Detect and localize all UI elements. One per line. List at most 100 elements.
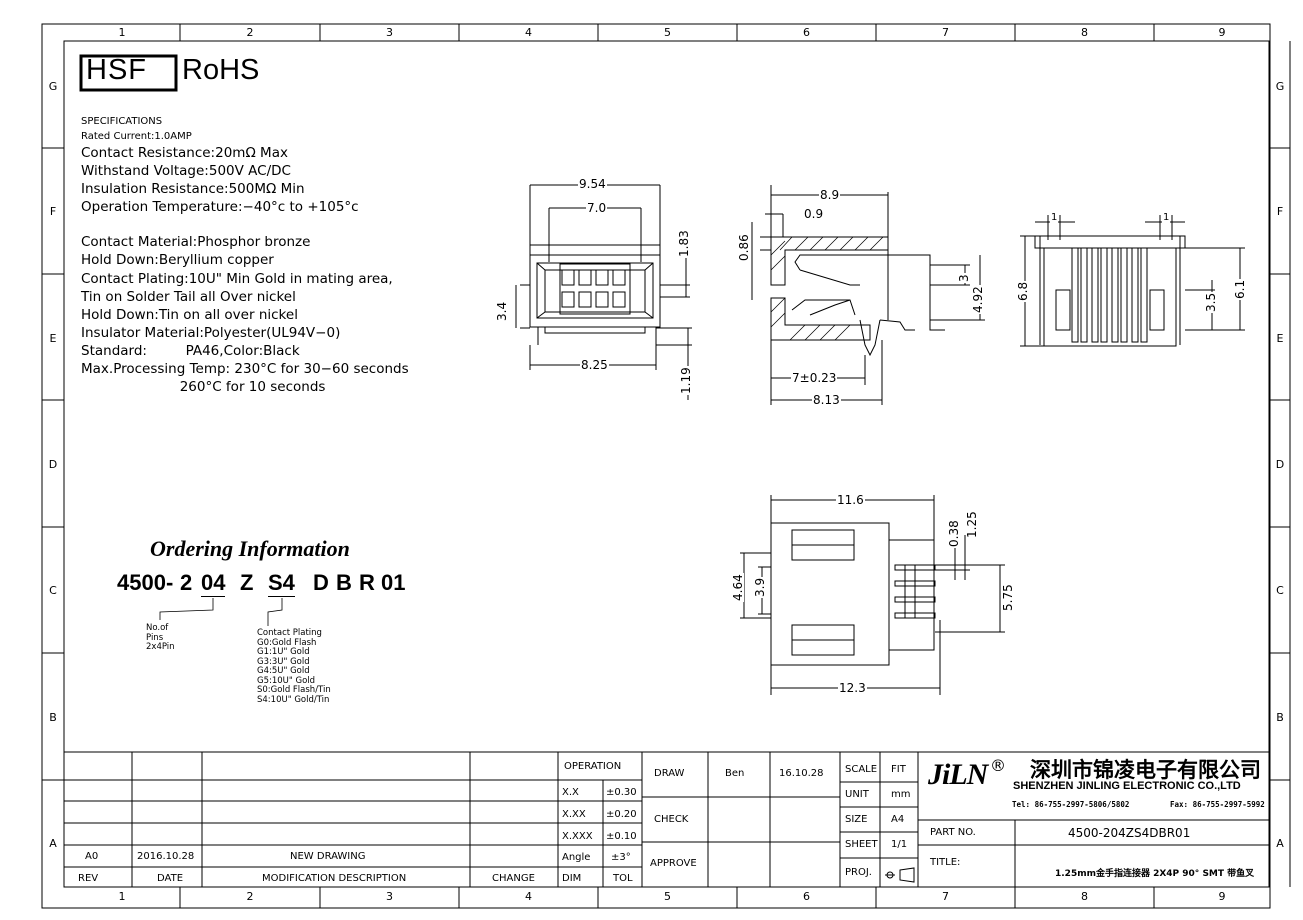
tb-unit-label: UNIT [845, 789, 869, 800]
tb-scale-label: SCALE [845, 764, 878, 775]
tb-size-label: SIZE [845, 814, 868, 825]
tb-draw: DRAW [654, 768, 685, 779]
company-logo: JiLN [928, 758, 988, 791]
dim-back-body: 6.1 [1233, 278, 1247, 300]
dim-front-leg: 1.19 [679, 366, 693, 395]
code-part: 2 [180, 570, 193, 595]
plating-legend: Contact Plating G0:Gold Flash G1:1U" Gol… [257, 628, 331, 705]
registered-mark: ® [990, 756, 1006, 775]
tb-size: A4 [891, 814, 905, 825]
tb-tol-label: X.XXX [562, 831, 593, 842]
dim-bottom-length: 12.3 [838, 681, 867, 695]
code-part: B [336, 570, 352, 595]
dim-front-pin-height: 1.83 [677, 229, 691, 258]
tb-part-no: 4500-204ZS4DBR01 [1068, 826, 1191, 840]
zone-col-7: 7 [942, 26, 949, 39]
tb-sheet-label: SHEET [845, 839, 878, 850]
tb-approve: APPROVE [650, 858, 697, 869]
dim-bottom-pad: 0.38 [947, 519, 961, 548]
spec-line: Tin on Solder Tail all Over nickel [81, 289, 296, 305]
spec-line: Withstand Voltage:500V AC/DC [81, 163, 291, 179]
zone-row-g: G [48, 80, 58, 93]
zone-row-e: E [49, 332, 57, 345]
spec-line: Standard: PA46,Color:Black [81, 343, 300, 359]
zone-row-d-right: D [1275, 458, 1285, 471]
dim-side-tail: 8.13 [812, 393, 841, 407]
tb-tol-label: Angle [562, 852, 591, 863]
tb-tol-value: ±0.20 [606, 809, 637, 820]
tb-change-header: CHANGE [492, 873, 535, 884]
code-pins: 04 [201, 570, 226, 597]
tb-tol: TOL [613, 873, 633, 884]
zone-col-8-bottom: 8 [1081, 890, 1088, 903]
tb-title: 1.25mm金手指连接器 2X4P 90° SMT 带鱼叉 [1055, 869, 1255, 879]
tb-desc: NEW DRAWING [290, 851, 366, 862]
zone-row-f-right: F [1276, 205, 1284, 218]
dim-bottom-contacts: 5.75 [1001, 583, 1015, 612]
spec-line: Hold Down:Tin on all over nickel [81, 307, 298, 323]
tb-date-header: DATE [157, 873, 184, 884]
zone-col-6: 6 [803, 26, 810, 39]
dim-bottom-pitch: 1.25 [965, 510, 979, 539]
spec-line: 260°C for 10 seconds [81, 379, 326, 395]
dim-bottom-inner: 3.9 [753, 576, 767, 598]
dim-side-peg: 7±0.23 [791, 371, 838, 385]
zone-col-7-bottom: 7 [942, 890, 949, 903]
zone-col-4-bottom: 4 [525, 890, 532, 903]
ordering-title: Ordering Information [150, 536, 350, 561]
zone-row-d: D [48, 458, 58, 471]
zone-col-4: 4 [525, 26, 532, 39]
spec-line: Contact Plating:10U" Min Gold in mating … [81, 271, 393, 287]
rohs-mark: RoHS [182, 54, 260, 86]
code-part: D [313, 570, 329, 595]
code-part: 01 [381, 570, 406, 595]
code-part: Z [240, 570, 254, 595]
dim-back-latch: 3.5 [1204, 291, 1218, 313]
zone-row-c: C [49, 584, 57, 597]
tb-rev: A0 [85, 851, 99, 862]
spec-heading: SPECIFICATIONS [81, 116, 163, 127]
tb-proj-label: PROJ. [845, 867, 872, 878]
tb-operation: OPERATION [564, 761, 622, 772]
zone-row-b-right: B [1276, 711, 1284, 724]
hsf-mark: HSF [86, 54, 147, 86]
dim-side-height: 4.92 [971, 285, 985, 314]
tb-date: 2016.10.28 [137, 851, 195, 862]
tb-scale: FIT [891, 764, 906, 775]
tb-desc-header: MODIFICATION DESCRIPTION [262, 873, 407, 884]
dim-side-offset: 0.9 [803, 207, 825, 221]
spec-line: Contact Material:Phosphor bronze [81, 234, 311, 250]
dim-side-length: 8.9 [819, 188, 841, 202]
zone-row-a: A [49, 837, 57, 850]
spec-line: Insulation Resistance:500MΩ Min [81, 181, 305, 197]
tb-tol-value: ±0.10 [606, 831, 637, 842]
title-block-grid [64, 751, 1270, 887]
spec-line: Contact Resistance:20mΩ Max [81, 145, 288, 161]
tb-draw-date: 16.10.28 [779, 768, 824, 779]
tb-tol-value: ±0.30 [606, 787, 637, 798]
zone-row-f: F [49, 205, 57, 218]
zone-row-e-right: E [1276, 332, 1284, 345]
tb-drawer: Ben [725, 768, 745, 779]
dim-bottom-span: 4.64 [731, 573, 745, 602]
zone-col-2-bottom: 2 [246, 890, 254, 903]
dim-bottom-width: 11.6 [836, 493, 865, 507]
zone-row-c-right: C [1276, 584, 1284, 597]
dim-front-width: 9.54 [578, 177, 607, 191]
company-fax: Fax: 86-755-2997-5992 [1170, 800, 1265, 809]
dim-front-base: 8.25 [580, 358, 609, 372]
tb-check: CHECK [654, 814, 689, 825]
spec-line: Operation Temperature:−40°c to +105°c [81, 199, 359, 215]
zone-row-a-right: A [1276, 837, 1284, 850]
dim-side-wall: 0.86 [737, 233, 751, 262]
zone-col-3-bottom: 3 [386, 890, 393, 903]
company-name-cn: 深圳市锦凌电子有限公司 [1030, 758, 1261, 782]
tb-sheet: 1/1 [891, 839, 908, 850]
zone-row-b: B [49, 711, 57, 724]
company-name-en: SHENZHEN JINLING ELECTRONIC CO.,LTD [1013, 780, 1241, 792]
spec-line: Hold Down:Beryllium copper [81, 252, 274, 268]
dim-front-opening: 7.0 [586, 201, 608, 215]
pins-legend: No.of Pins 2x4Pin [146, 623, 175, 652]
